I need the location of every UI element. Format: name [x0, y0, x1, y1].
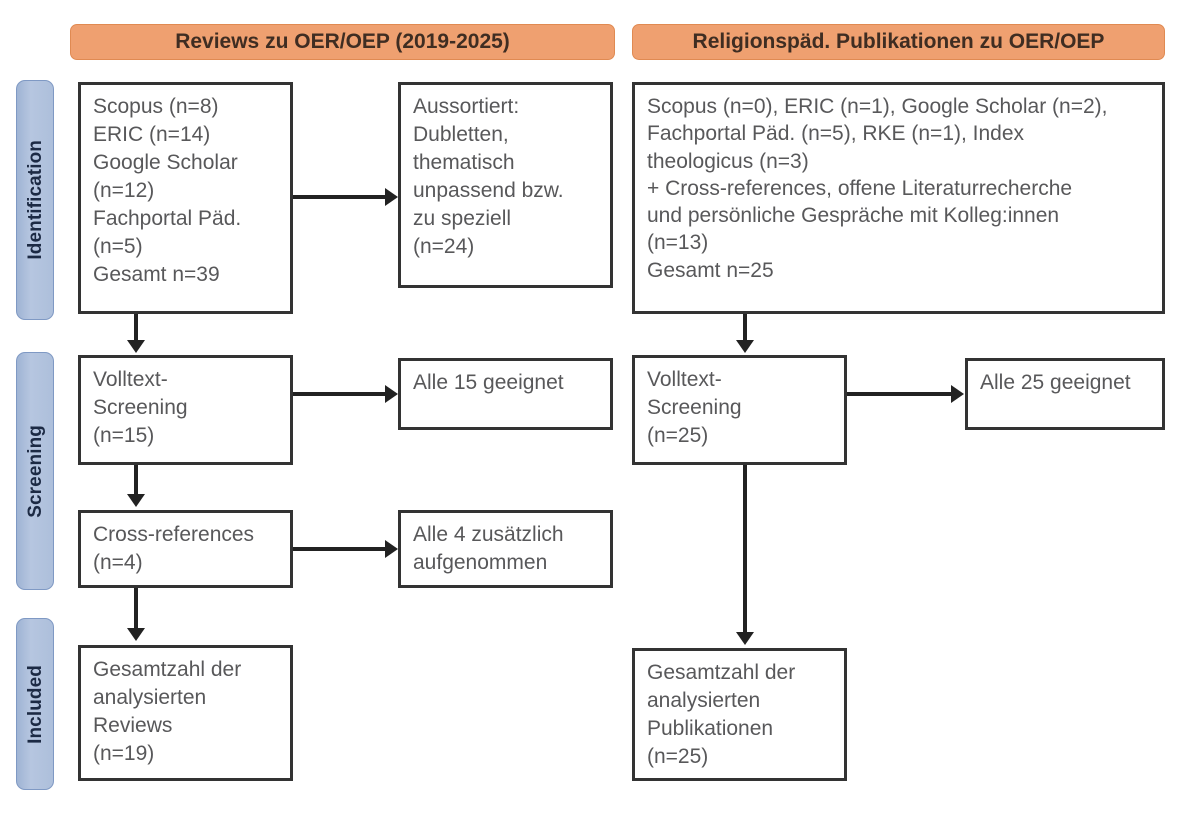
- node-right-screening-result: Alle 25 geeignet: [965, 358, 1165, 430]
- connector-right-sources-to-screening: [743, 314, 747, 346]
- connector-right-screening-to-included: [743, 465, 747, 637]
- phase-label-included: Included: [24, 664, 46, 744]
- connector-left-crossrefs-to-included: [134, 588, 138, 633]
- arrowhead-right-screening-to-result: [951, 385, 964, 403]
- phase-label-screening: Screening: [24, 424, 46, 518]
- column-header-reviews: Reviews zu OER/OEP (2019-2025): [70, 24, 615, 60]
- node-left-screening-result: Alle 15 geeignet: [398, 358, 613, 430]
- column-header-publikationen: Religionspäd. Publikationen zu OER/OEP: [632, 24, 1165, 60]
- node-left-crossrefs-result: Alle 4 zusätzlich aufgenommen: [398, 510, 613, 588]
- arrowhead-left-screening-to-crossrefs: [127, 494, 145, 507]
- connector-right-screening-to-result: [847, 392, 953, 396]
- phase-label-identification: Identification: [24, 140, 46, 260]
- node-left-included: Gesamtzahl der analysierten Reviews (n=1…: [78, 645, 293, 781]
- connector-left-sources-to-screening: [134, 314, 138, 346]
- connector-left-screening-to-result: [293, 392, 387, 396]
- node-right-fulltext-screening: Volltext- Screening (n=25): [632, 355, 847, 465]
- arrowhead-left-crossrefs-to-result: [385, 540, 398, 558]
- arrowhead-left-screening-to-result: [385, 385, 398, 403]
- connector-left-screening-to-crossrefs: [134, 465, 138, 499]
- arrowhead-left-sources-to-screening: [127, 340, 145, 353]
- arrowhead-right-screening-to-included: [736, 632, 754, 645]
- phase-pill-included: Included: [16, 618, 54, 790]
- node-left-fulltext-screening: Volltext- Screening (n=15): [78, 355, 293, 465]
- node-left-excluded: Aussortiert: Dubletten, thematisch unpas…: [398, 82, 613, 288]
- phase-pill-screening: Screening: [16, 352, 54, 590]
- node-right-included: Gesamtzahl der analysierten Publikatione…: [632, 648, 847, 781]
- arrowhead-left-sources-to-excluded: [385, 188, 398, 206]
- node-left-crossrefs: Cross-references (n=4): [78, 510, 293, 588]
- arrowhead-left-crossrefs-to-included: [127, 628, 145, 641]
- node-left-identification-sources: Scopus (n=8) ERIC (n=14) Google Scholar …: [78, 82, 293, 314]
- arrowhead-right-sources-to-screening: [736, 340, 754, 353]
- connector-left-crossrefs-to-result: [293, 547, 387, 551]
- connector-left-sources-to-excluded: [293, 195, 387, 199]
- phase-pill-identification: Identification: [16, 80, 54, 320]
- node-right-identification-sources: Scopus (n=0), ERIC (n=1), Google Scholar…: [632, 82, 1165, 314]
